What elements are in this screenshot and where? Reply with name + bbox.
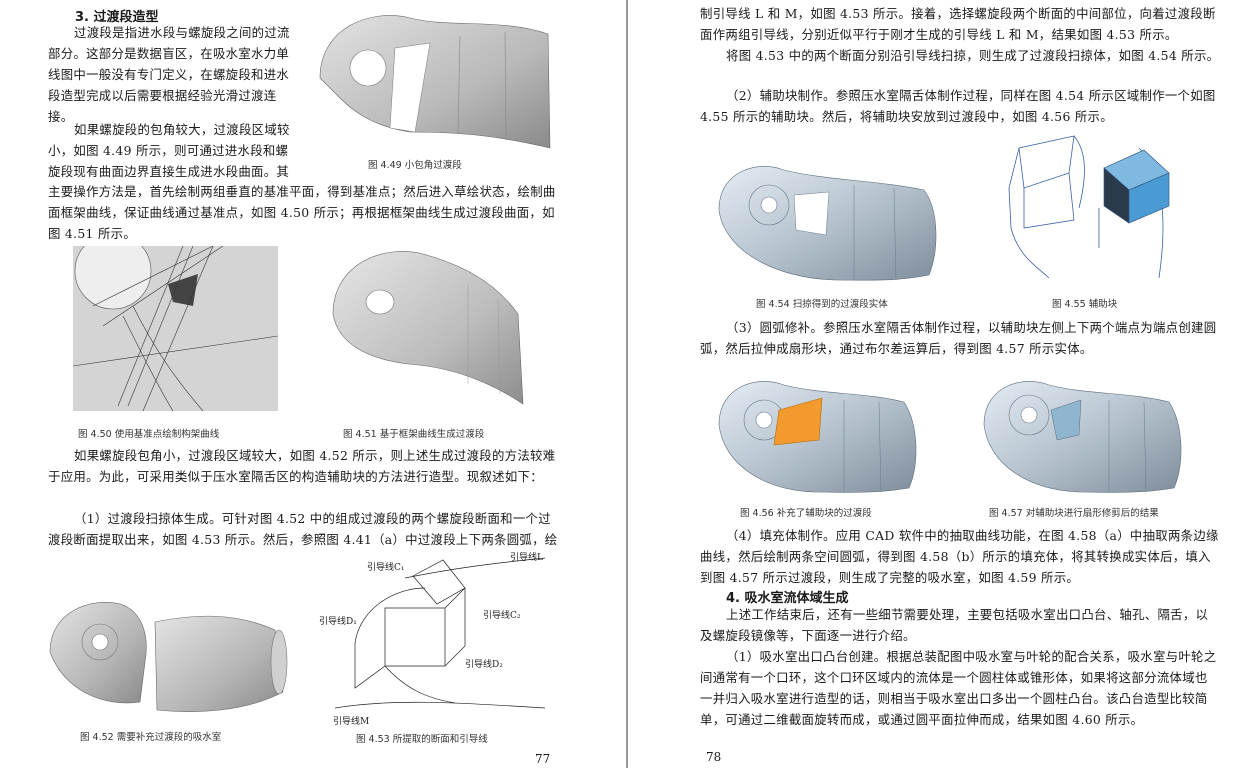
label-guide-d2: 引导线D₂ xyxy=(465,658,503,670)
figure-4-54-caption: 图 4.54 扫掠得到的过渡段实体 xyxy=(756,299,888,310)
right-page: 制引导线 L 和 M，如图 4.53 所示。接着，选择螺旋段两个断面的中间部位，… xyxy=(634,0,1255,768)
left-page: 3. 过渡段造型 过渡段是指进水段与螺旋段之间的过流部分。这部分是数据盲区，在吸… xyxy=(0,0,624,768)
figure-4-50 xyxy=(73,246,278,411)
figure-4-57 xyxy=(983,381,1182,493)
paragraph: 主要操作方法是，首先绘制两组垂直的基准平面，得到基准点；然后进入草绘状态，绘制曲… xyxy=(48,184,556,241)
page-number: 77 xyxy=(535,752,551,766)
paragraph: 将图 4.53 中的两个断面分别沿引导线扫掠，则生成了过渡段扫掠体，如图 4.5… xyxy=(726,48,1220,63)
paragraph: （2）辅助块制作。参照压水室隔舌体制作过程，同样在图 4.54 所示区域制作一个… xyxy=(700,88,1216,124)
figure-4-50-caption: 图 4.50 使用基准点绘制构架曲线 xyxy=(78,429,220,440)
figure-4-54 xyxy=(718,166,937,281)
figure-4-53-caption: 图 4.53 所提取的断面和引导线 xyxy=(356,734,488,745)
figure-4-55-caption: 图 4.55 辅助块 xyxy=(1052,299,1118,310)
paragraph: （1）过渡段扫掠体生成。可针对图 4.52 中的组成过渡段的两个螺旋段断面和一个… xyxy=(48,511,558,547)
paragraph: 制引导线 L 和 M，如图 4.53 所示。接着，选择螺旋段两个断面的中间部位，… xyxy=(700,6,1216,42)
paragraph: 过渡段是指进水段与螺旋段之间的过流部分。这部分是数据盲区，在吸水室水力单线图中一… xyxy=(48,25,290,124)
label-guide-c2: 引导线C₂ xyxy=(483,609,521,621)
figure-4-49 xyxy=(319,15,551,149)
figure-4-55 xyxy=(1008,135,1170,279)
page-number: 78 xyxy=(706,750,722,764)
figure-4-52 xyxy=(49,602,288,712)
section-heading-fluid-domain: 4. 吸水室流体域生成 xyxy=(726,591,849,606)
paragraph: （3）圆弧修补。参照压水室隔舌体制作过程，以辅助块左侧上下两个端点为端点创建圆弧… xyxy=(700,320,1217,356)
figure-4-51-caption: 图 4.51 基于框架曲线生成过渡段 xyxy=(343,429,485,440)
book-spine xyxy=(626,0,628,768)
label-guide-m: 引导线M xyxy=(333,715,369,727)
paragraph: 上述工作结束后，还有一些细节需要处理，主要包括吸水室出口凸台、轴孔、隔舌，以及螺… xyxy=(700,607,1209,643)
figure-4-53: 引导线C₁ 引导线L 引导线C₂ 引导线D₁ 引导线D₂ 引导线M xyxy=(319,551,546,727)
figure-4-52-caption: 图 4.52 需要补充过渡段的吸水室 xyxy=(80,732,222,743)
label-guide-c1: 引导线C₁ xyxy=(367,561,405,573)
figure-4-56 xyxy=(718,381,917,493)
figure-4-51 xyxy=(332,251,524,405)
section-heading-transition: 3. 过渡段造型 xyxy=(75,10,159,25)
paragraph: 如果螺旋段的包角较大，过渡段区域较小，如图 4.49 所示，则可通过进水段和螺旋… xyxy=(48,122,290,179)
figure-4-57-caption: 图 4.57 对辅助块进行扇形修剪后的结果 xyxy=(989,508,1159,519)
paragraph: （4）填充体制作。应用 CAD 软件中的抽取曲线功能，在图 4.58（a）中抽取… xyxy=(700,528,1219,585)
label-guide-l: 引导线L xyxy=(510,551,543,563)
paragraph: 如果螺旋段包角小，过渡段区域较大，如图 4.52 所示，则上述生成过渡段的方法较… xyxy=(48,448,556,484)
paragraph: （1）吸水室出口凸台创建。根据总装配图中吸水室与叶轮的配合关系，吸水室与叶轮之间… xyxy=(700,649,1217,727)
label-guide-d1: 引导线D₁ xyxy=(319,615,357,627)
figure-4-49-caption: 图 4.49 小包角过渡段 xyxy=(368,160,462,171)
figure-4-56-caption: 图 4.56 补充了辅助块的过渡段 xyxy=(740,508,872,519)
